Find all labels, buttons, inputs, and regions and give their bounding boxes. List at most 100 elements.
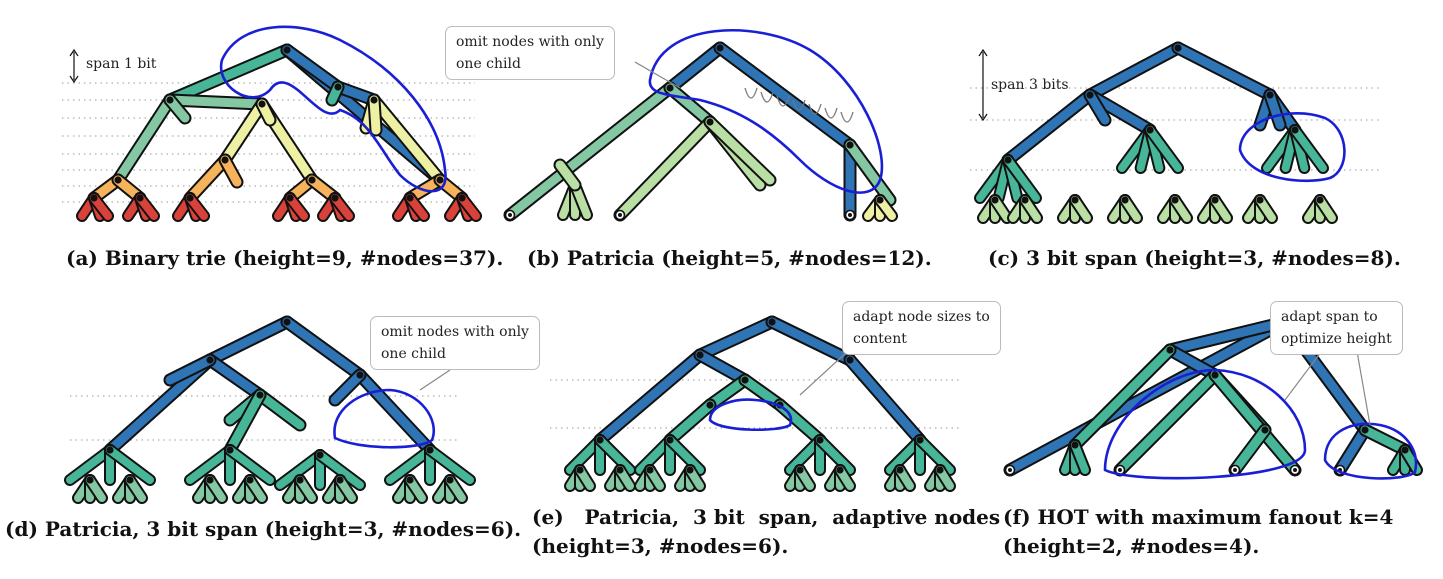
tree-node (114, 176, 122, 184)
tree-node (1401, 446, 1409, 454)
panel-a: span 1 bit (a) Binary trie (height=9, #n… (0, 0, 503, 290)
tree-node (836, 466, 844, 474)
tree-node (1174, 44, 1182, 52)
panel-b: omit nodes with only one child (b) Patri… (445, 0, 960, 290)
callout-omit-nodes: omit nodes with only one child (445, 26, 615, 80)
ghost-node (808, 103, 822, 115)
tree-edge (1291, 126, 1327, 172)
highlight-outline (708, 398, 793, 432)
tree-node (370, 96, 378, 104)
tree-edge (1171, 196, 1191, 222)
highlight-outline (1238, 112, 1346, 183)
tree-edge (695, 317, 777, 360)
tree-edge (186, 194, 208, 220)
tree-node (356, 371, 364, 379)
tree-edge (705, 375, 750, 410)
tree-node (1146, 126, 1154, 134)
tree-node (316, 451, 324, 459)
tree-node (86, 476, 94, 484)
tree-node (616, 466, 624, 474)
tree-edge (505, 83, 675, 220)
tree-edge (136, 194, 158, 220)
tree-edge (1146, 126, 1182, 172)
tree-edge (555, 160, 580, 190)
tree-edge (205, 317, 292, 365)
tree-node (106, 446, 114, 454)
tree-edge (666, 436, 704, 474)
tree-edge (113, 95, 175, 185)
tree-node (846, 356, 854, 364)
tree-edge (226, 446, 274, 484)
tree-edge (845, 140, 895, 205)
tree-node (186, 194, 194, 202)
tree-edge (369, 95, 445, 185)
tree-node (876, 196, 884, 204)
tree-node (696, 351, 704, 359)
tree-edge (665, 43, 725, 93)
tree-edge (286, 194, 308, 220)
tree-edge (330, 370, 365, 405)
highlight-outline (219, 25, 447, 193)
tree-edge (446, 476, 466, 502)
tree-edge (1121, 196, 1141, 222)
tree-node (1071, 196, 1079, 204)
tree-node (816, 436, 824, 444)
tree-node (1256, 196, 1264, 204)
tree-edge (406, 194, 428, 220)
leaf-node-dot (1233, 468, 1237, 472)
tree-edge (1316, 196, 1336, 222)
tree-edge (186, 446, 234, 484)
caption-a: (a) Binary trie (height=9, #nodes=37). (66, 246, 504, 270)
tree-node (576, 466, 584, 474)
tree-node (283, 46, 291, 54)
tree-node (666, 436, 674, 444)
tree-edge (126, 476, 146, 502)
tree-node (1211, 196, 1219, 204)
tree-edge (165, 95, 267, 109)
tree-edge (1335, 425, 1370, 475)
tree-node (666, 84, 674, 92)
tree-node (596, 436, 604, 444)
tree-edge (1071, 441, 1089, 474)
tree-node (1004, 156, 1012, 164)
tree-node (646, 466, 654, 474)
callout-line-1: omit nodes with only (456, 34, 604, 50)
tree-edge (276, 451, 324, 489)
tree-edge (205, 355, 265, 400)
tree-node (334, 83, 342, 91)
tree-node (296, 476, 304, 484)
tree-edge (1004, 156, 1040, 202)
tree-node (446, 476, 454, 484)
caption-d: (d) Patricia, 3 bit span (height=3, #nod… (5, 517, 522, 541)
tree-node (406, 194, 414, 202)
tree-edge (705, 117, 775, 185)
span-arrow-head (69, 48, 79, 84)
binary-trie-diagram (62, 25, 482, 222)
tree-node (1071, 441, 1079, 449)
callout-adapt-span: adapt span to optimize height (1270, 301, 1403, 355)
tree-edge (165, 45, 292, 105)
tree-edge (1085, 43, 1183, 100)
ghost-node (824, 107, 838, 119)
leaf-node-dot (1293, 468, 1297, 472)
tree-edge (665, 400, 715, 445)
tree-edge (369, 95, 381, 135)
tree-node (406, 476, 414, 484)
tree-edge (1211, 196, 1231, 222)
ghost-node (744, 87, 758, 99)
tree-node (796, 466, 804, 474)
tree-edge (767, 317, 855, 365)
tree-edge (665, 83, 715, 127)
highlight-outline (648, 29, 884, 194)
callout-line-2: optimize height (1281, 331, 1392, 347)
tree-edge (1265, 90, 1285, 130)
tree-edge (406, 476, 426, 502)
tree-edge (246, 476, 266, 502)
ghost-node (840, 111, 854, 123)
tree-node (226, 446, 234, 454)
tree-node (686, 466, 694, 474)
tree-node (1316, 196, 1324, 204)
caption-b: (b) Patricia (height=5, #nodes=12). (527, 246, 932, 270)
tree-node (246, 476, 254, 484)
ghost-node (776, 95, 790, 107)
